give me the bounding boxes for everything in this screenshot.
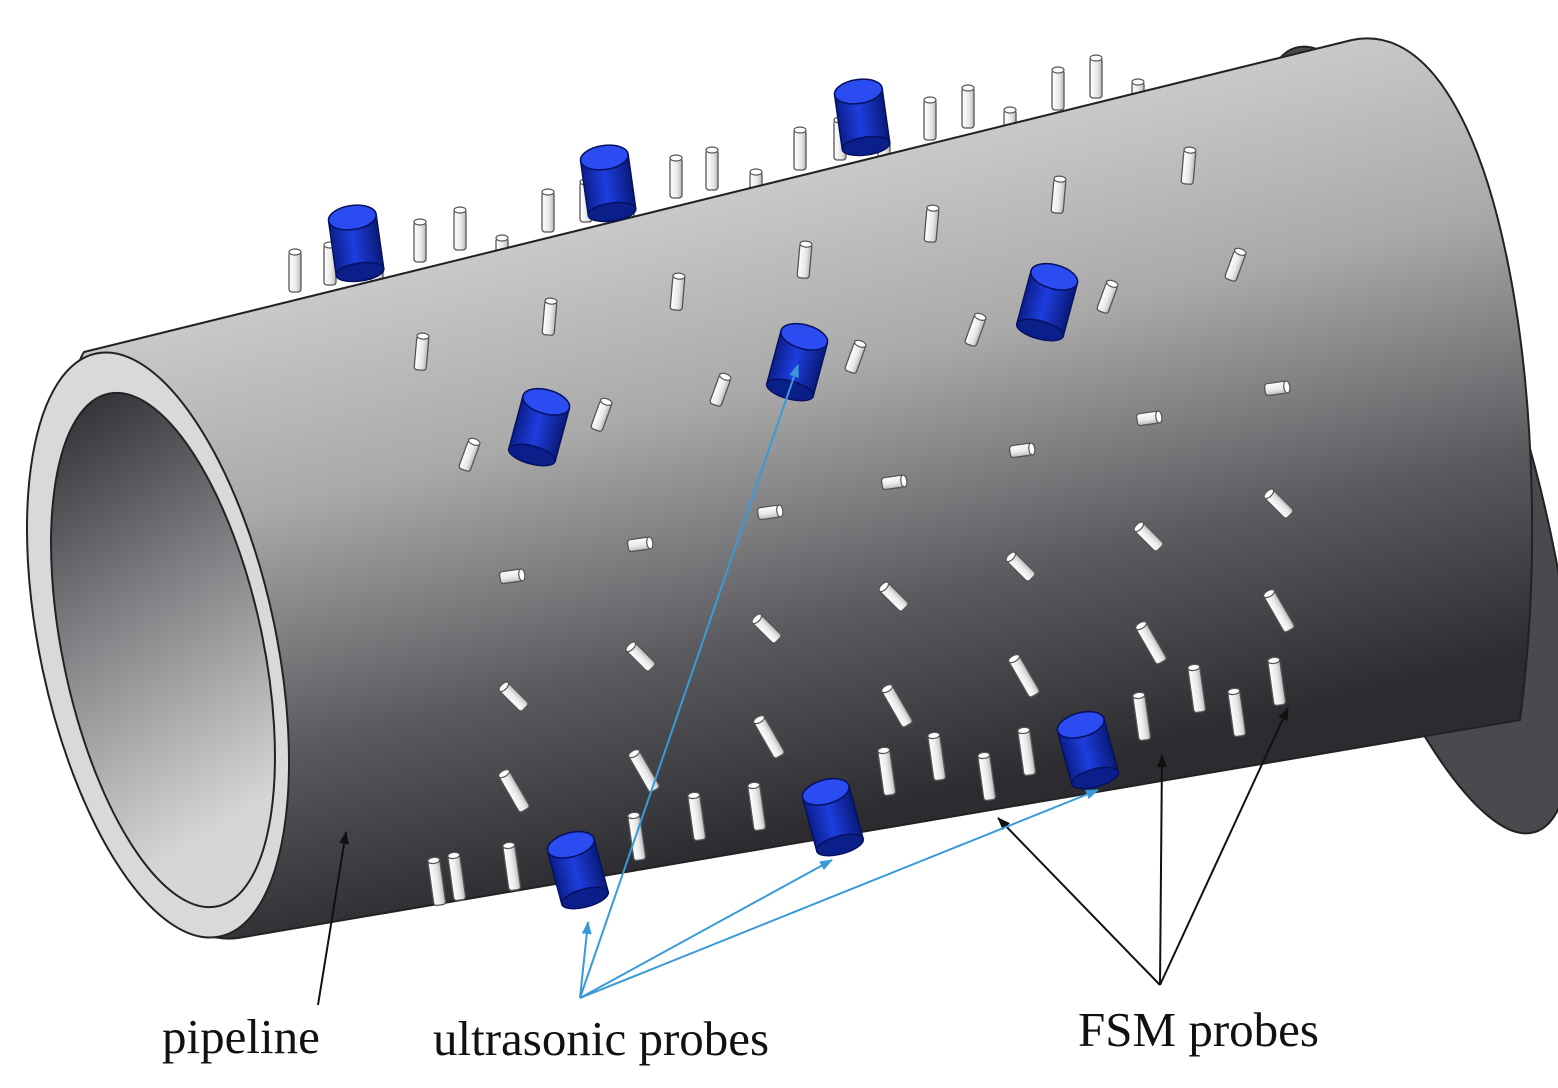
fsm-probe (458, 437, 481, 472)
ultrasonic-arrow-4 (579, 789, 1099, 999)
fsm-probe (1089, 54, 1103, 99)
fsm-probe (502, 841, 522, 892)
fsm-probe (961, 84, 975, 129)
fsm-probes-front (413, 146, 1295, 813)
fsm-probe (498, 568, 526, 585)
ultrasonic-probe (1056, 710, 1120, 790)
fsm-probe (669, 272, 686, 311)
fsm-probe (756, 504, 784, 521)
fsm-probe (880, 474, 908, 491)
fsm-arrow-2 (1156, 754, 1167, 986)
fsm-probe (1134, 621, 1167, 665)
fsm-probe (964, 312, 987, 347)
fsm-probe (427, 856, 447, 907)
ultrasonic-probe (801, 777, 865, 857)
ultrasonic-arrow-1 (579, 364, 799, 999)
fsm-arrow-3 (1159, 707, 1289, 986)
fsm-probe (752, 715, 785, 759)
fsm-probe (453, 206, 467, 251)
fsm-probe (1008, 442, 1036, 459)
fsm-probe (927, 731, 947, 782)
fsm-probe (1007, 654, 1040, 698)
fsm-probe (627, 811, 647, 862)
ultrasonic-probe (765, 322, 829, 402)
fsm-probe (878, 581, 909, 612)
fsm-probe (1262, 589, 1295, 633)
fsm-probe (705, 146, 719, 191)
fsm-probe (413, 218, 427, 263)
fsm-arrow-1 (997, 817, 1161, 986)
ultrasonic-probe (507, 387, 571, 467)
fsm-probes-bottom-row (427, 656, 1287, 907)
fsm-probe (498, 681, 529, 712)
fsm-probe (796, 240, 813, 279)
fsm-probe (880, 684, 913, 728)
ultrasonic-probe (1015, 262, 1079, 342)
fsm-probe (977, 751, 997, 802)
fsm-probe (497, 769, 530, 813)
fsm-probe (1224, 247, 1247, 282)
fsm-probe (923, 96, 937, 141)
ultrasonic-arrow-3 (579, 859, 833, 999)
fsm-probe (687, 791, 707, 842)
ultrasonic-probe (327, 204, 385, 283)
ultrasonic-probes-label: ultrasonic probes (433, 1011, 770, 1066)
fsm-probe (1050, 175, 1067, 214)
fsm-probe (1005, 551, 1036, 582)
pipeline-arrow (317, 831, 350, 1006)
fsm-probe (1017, 726, 1037, 777)
fsm-probe (1263, 380, 1291, 397)
fsm-probe (590, 397, 613, 432)
fsm-probe (413, 332, 430, 371)
fsm-probe (844, 339, 867, 374)
fsm-probe (1132, 691, 1152, 742)
fsm-probe (747, 781, 767, 832)
fsm-probe (669, 154, 683, 199)
fsm-probe (1096, 279, 1119, 314)
fsm-probe (923, 204, 940, 243)
fsm-probes-label: FSM probes (1078, 1002, 1319, 1057)
ultrasonic-probe (579, 144, 637, 223)
pipeline-label: pipeline (162, 1009, 320, 1064)
fsm-probe (1133, 521, 1164, 552)
fsm-probe (447, 851, 467, 902)
annotation-arrows (317, 364, 1289, 1006)
fsm-probe (288, 248, 302, 293)
ultrasonic-arrow-2 (579, 921, 592, 999)
fsm-probe (877, 746, 897, 797)
fsm-probe (627, 749, 660, 793)
fsm-probe (709, 372, 732, 407)
ultrasonic-probe (833, 78, 891, 157)
ultrasonic-probe (546, 830, 610, 910)
fsm-probe (541, 188, 555, 233)
fsm-probe (1227, 687, 1247, 738)
pipe-body (26, 37, 1558, 940)
fsm-probe (1267, 656, 1287, 707)
fsm-probe (751, 613, 782, 644)
fsm-probe (626, 536, 654, 553)
fsm-probe (1135, 410, 1163, 427)
fsm-probe (793, 126, 807, 171)
ultrasonic-probes-group (327, 78, 1120, 910)
fsm-probe (1263, 488, 1294, 519)
fsm-probe (625, 641, 656, 672)
fsm-probe (541, 297, 558, 336)
fsm-probe (1051, 66, 1065, 111)
fsm-probe (1187, 663, 1207, 714)
fsm-probe (1180, 146, 1197, 185)
